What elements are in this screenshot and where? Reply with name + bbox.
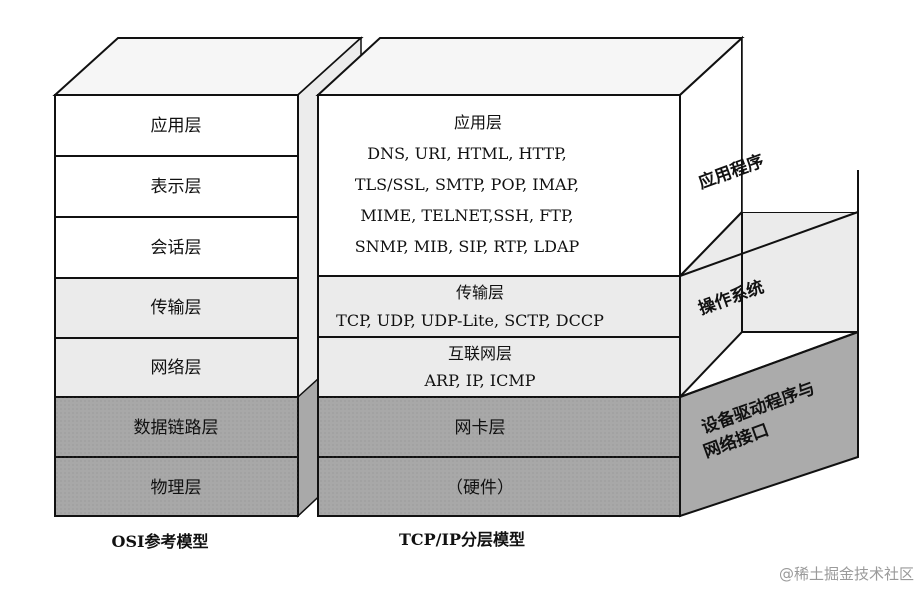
side-app-divider <box>679 211 859 277</box>
tcpip-application-line-3: MIME, TELNET,SSH, FTP, <box>360 206 573 225</box>
tcpip-application-title: 应用层 <box>454 113 502 132</box>
osi-layer-physical: 物理层 <box>151 478 202 498</box>
osi-layer-application-box <box>54 94 299 157</box>
osi-texture <box>55 397 298 516</box>
osi-layer-network-box <box>54 337 299 398</box>
tcpip-caption: TCP/IP分层模型 <box>399 530 525 549</box>
watermark-text: @稀土掘金技术社区 <box>779 565 914 583</box>
side-os-face-ext <box>741 211 859 333</box>
tcpip-transport-line: TCP, UDP, UDP-Lite, SCTP, DCCP <box>336 311 604 330</box>
tcpip-internet-line: ARP, IP, ICMP <box>423 371 535 390</box>
osi-layer-datalink: 数据链路层 <box>134 418 219 438</box>
osi-layer-transport: 传输层 <box>151 298 202 318</box>
osi-layer-presentation-box <box>54 155 299 218</box>
tcpip-hardware-title: （硬件） <box>446 478 514 498</box>
osi-layer-session-box <box>54 216 299 279</box>
tcpip-link-title: 网卡层 <box>455 418 506 438</box>
tcpip-application-line-1: DNS, URI, HTML, HTTP, <box>367 144 566 163</box>
tcpip-texture <box>318 397 680 516</box>
osi-layer-network: 网络层 <box>151 358 202 378</box>
tcpip-application-box <box>317 94 681 277</box>
side-app-face-ext <box>742 38 858 212</box>
osi-caption: OSI参考模型 <box>112 532 209 551</box>
tcpip-application-line-4: SNMP, MIB, SIP, RTP, LDAP <box>355 237 580 256</box>
tcpip-block-top <box>315 37 745 96</box>
osi-layer-presentation: 表示层 <box>151 177 202 197</box>
tcpip-internet-box <box>317 336 681 398</box>
tcpip-internet-title: 互联网层 <box>448 344 512 363</box>
osi-layer-session: 会话层 <box>151 238 202 258</box>
tcpip-transport-title: 传输层 <box>456 283 504 302</box>
tcpip-application-line-2: TLS/SSL, SMTP, POP, IMAP, <box>355 175 579 194</box>
side-os-divider <box>679 331 859 398</box>
osi-layer-application: 应用层 <box>151 116 202 136</box>
